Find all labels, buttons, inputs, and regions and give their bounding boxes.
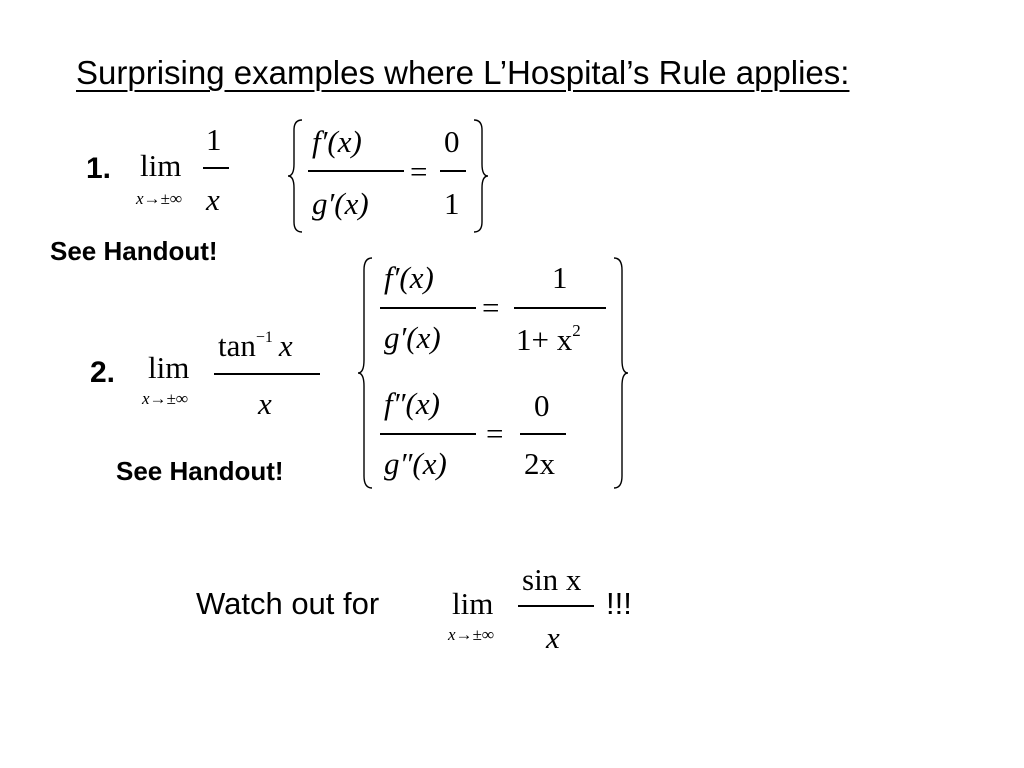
fraction-denominator: x	[206, 182, 220, 217]
example-2-number: 2.	[90, 356, 116, 389]
fraction-bar	[380, 307, 476, 309]
first-derivative-numerator: f′(x)	[384, 260, 434, 295]
exclamation: !!!	[606, 586, 632, 621]
first-result-denominator: 1+ x2	[516, 321, 581, 357]
derivative-numerator: f′(x)	[312, 124, 362, 159]
fraction-denominator: x	[546, 620, 560, 655]
equals-sign: =	[410, 154, 428, 189]
fraction-bar	[518, 605, 594, 607]
fraction-bar	[380, 433, 476, 435]
lim-subscript: x→±∞	[142, 389, 188, 408]
equals-sign: =	[486, 416, 504, 451]
fraction-bar	[514, 307, 606, 309]
derivative-denominator: g′(x)	[312, 186, 369, 221]
lim-subscript: x→±∞	[136, 189, 182, 208]
second-derivative-numerator: f″(x)	[384, 386, 440, 421]
watch-out-text: Watch out for	[196, 586, 380, 621]
slide-title: Surprising examples where L’Hospital’s R…	[76, 54, 850, 91]
example-1-number: 1.	[86, 152, 112, 185]
lim-operator: lim	[148, 350, 190, 385]
second-result-denominator: 2x	[524, 446, 555, 481]
fraction-numerator: 1	[206, 122, 222, 157]
lim-operator: lim	[140, 148, 182, 183]
result-denominator: 1	[444, 186, 460, 221]
result-numerator: 0	[444, 124, 460, 159]
left-brace	[287, 119, 303, 233]
fraction-bar	[203, 167, 229, 169]
lim-operator: lim	[452, 586, 494, 621]
fraction-bar	[214, 373, 320, 375]
fraction-bar	[308, 170, 404, 172]
second-result-numerator: 0	[534, 388, 550, 423]
fraction-numerator: sin x	[522, 562, 582, 597]
see-handout-2: See Handout!	[116, 456, 284, 486]
fraction-bar	[440, 170, 466, 172]
left-brace	[357, 257, 373, 489]
see-handout-1: See Handout!	[50, 236, 218, 266]
right-brace	[613, 257, 629, 489]
fraction-denominator: x	[258, 386, 272, 421]
first-derivative-denominator: g′(x)	[384, 320, 441, 355]
second-derivative-denominator: g″(x)	[384, 446, 447, 481]
equals-sign: =	[482, 290, 500, 325]
right-brace	[473, 119, 489, 233]
first-result-numerator: 1	[552, 260, 568, 295]
fraction-bar	[520, 433, 566, 435]
lim-subscript: x→±∞	[448, 625, 494, 644]
